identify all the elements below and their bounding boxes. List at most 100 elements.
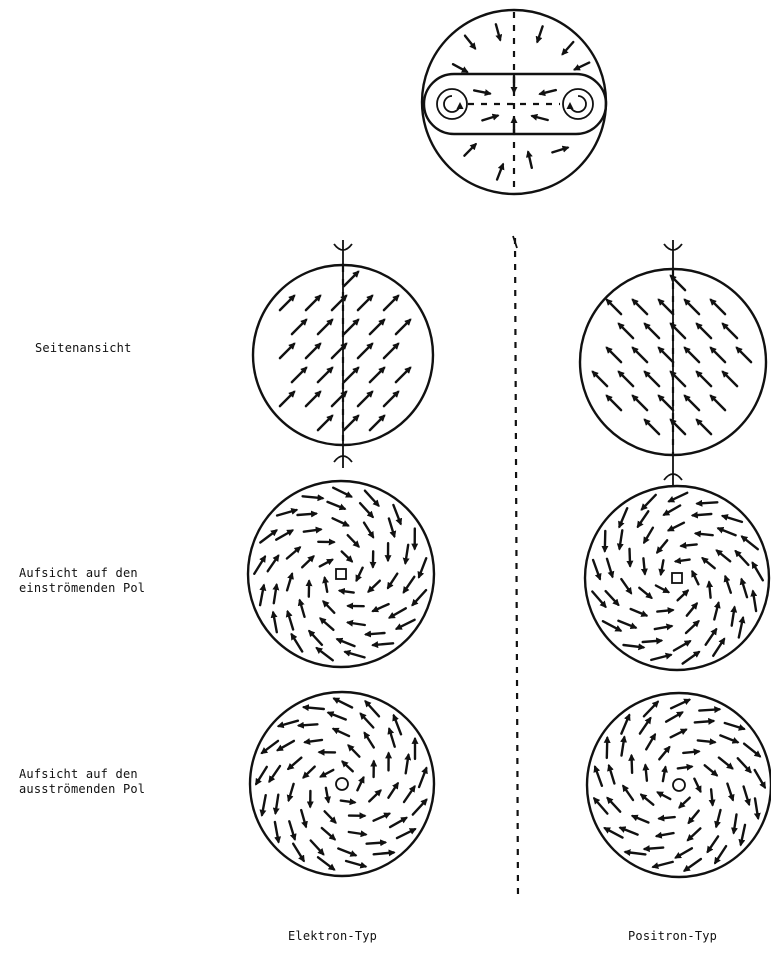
spiral-arrow-icon [374,814,390,821]
spiral-arrow-icon [609,766,614,784]
spiral-arrow-icon [325,578,328,592]
cross-section-arrow-icon [552,148,567,153]
positron-in-pole-icon [672,573,682,583]
spiral-arrow-icon [367,842,386,843]
side-flow-arrow-icon [619,372,633,386]
spiral-arrow-icon [343,762,353,772]
side-flow-arrow-icon [659,348,673,362]
side-flow-arrow-icon [697,324,711,338]
spiral-arrow-icon [738,758,751,772]
spiral-arrow-icon [605,531,606,551]
label-side-view: Seitenansicht [35,341,132,355]
spiral-arrow-icon [640,718,650,733]
spiral-arrow-icon [301,810,306,826]
side-view-positron [580,240,766,486]
spiral-arrow-icon [304,767,315,778]
spiral-arrow-icon [606,591,619,605]
spiral-arrow-icon [693,514,712,515]
side-flow-arrow-icon [318,368,332,382]
side-flow-arrow-icon [358,296,372,310]
spiral-arrow-icon [288,758,301,769]
label-top-in-1: Aufsicht auf den [19,566,138,580]
top-sphere [422,10,606,194]
spiral-arrow-icon [696,533,713,535]
spiral-arrow-icon [369,791,380,802]
spiral-arrow-icon [736,551,749,565]
spiral-arrow-icon [593,560,600,579]
positron-in-sphere [585,486,769,670]
spiral-arrow-icon [744,787,749,805]
spiral-arrow-icon [621,715,629,733]
spiral-arrow-icon [657,610,672,612]
cross-section-arrow-icon [465,36,475,49]
cross-section-arrow-icon [540,90,556,94]
spiral-arrow-icon [709,582,711,597]
spiral-arrow-icon [298,514,317,515]
spiral-arrow-icon [328,502,345,509]
side-flow-arrow-icon [607,348,621,362]
spiral-arrow-icon [274,585,277,603]
spiral-arrow-icon [676,848,692,857]
spiral-arrow-icon [644,528,653,543]
spiral-arrow-icon [365,491,379,506]
spiral-arrow-icon [262,795,266,815]
left-curl-icon [444,96,460,112]
spiral-arrow-icon [674,641,690,650]
cross-section-arrow-icon [528,152,532,168]
spiral-arrow-icon [645,848,664,849]
spiral-arrow-icon [321,619,334,630]
spiral-arrow-icon [309,631,322,645]
spiral-arrow-icon [666,713,682,722]
spiral-arrow-icon [311,841,324,855]
spiral-arrow-icon [714,603,718,619]
spiral-arrow-icon [278,741,294,750]
spiral-arrow-icon [631,609,647,616]
side-flow-arrow-icon [332,344,346,358]
spiral-arrow-icon [607,559,612,577]
spiral-arrow-icon [279,721,298,726]
side-flow-arrow-icon [711,300,725,314]
in-pole-electron [248,481,434,667]
spiral-arrow-icon [357,568,363,581]
side-flow-arrow-icon [292,320,306,334]
spiral-arrow-icon [389,519,394,537]
spiral-arrow-icon [321,770,333,777]
spiral-arrow-icon [734,814,737,832]
spiral-arrow-icon [732,607,735,625]
side-flow-arrow-icon [280,392,294,406]
spiral-arrow-icon [348,623,365,626]
side-flow-arrow-icon [292,368,306,382]
spiral-arrow-icon [364,523,373,537]
spiral-arrow-icon [349,746,360,757]
spiral-arrow-icon [626,852,646,854]
cross-section-arrow-icon [482,116,497,121]
spiral-arrow-icon [305,740,322,742]
spiral-arrow-icon [657,833,674,836]
spiral-arrow-icon [345,652,364,658]
side-flow-arrow-icon [633,348,647,362]
spiral-arrow-icon [715,846,726,863]
spiral-arrow-icon [405,545,408,563]
spiral-arrow-icon [632,756,633,773]
spiral-arrow-icon [413,590,427,605]
spiral-arrow-icon [341,801,355,803]
spiral-arrow-icon [686,621,698,633]
spiral-arrow-icon [346,861,365,867]
spiral-arrow-icon [643,641,662,642]
spiral-arrow-icon [318,857,334,869]
spiral-arrow-icon [703,558,715,568]
spiral-arrow-icon [333,488,351,497]
spiral-arrow-icon [329,713,346,720]
spiral-arrow-icon [699,709,719,710]
side-flow-arrow-icon [697,372,711,386]
spiral-arrow-icon [697,502,717,503]
spiral-arrow-icon [620,530,623,548]
side-flow-arrow-icon [306,344,320,358]
spiral-arrow-icon [325,811,336,822]
spiral-arrow-icon [727,784,732,800]
spiral-arrow-icon [719,758,732,769]
spiral-arrow-icon [397,620,415,629]
spiral-arrow-icon [720,735,737,742]
spiral-arrow-icon [655,626,672,629]
